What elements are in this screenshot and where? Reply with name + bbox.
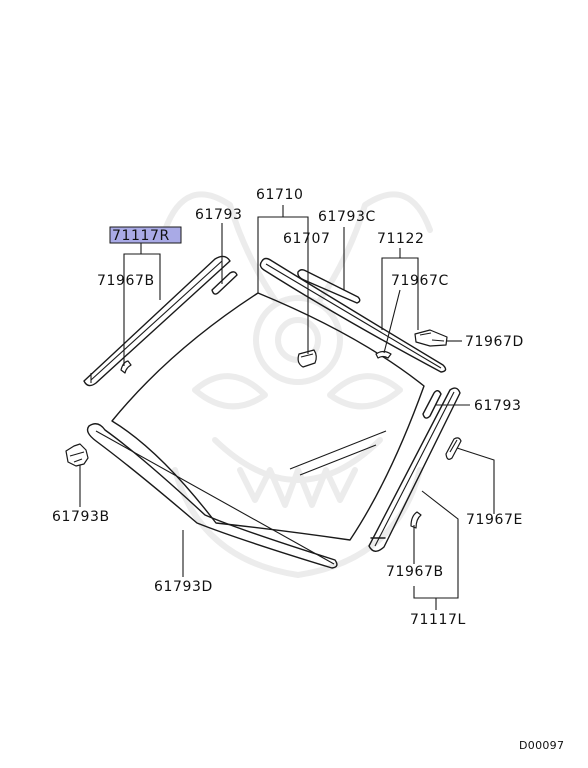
label-71117l[interactable]: 71117L <box>410 612 466 628</box>
label-71117r[interactable]: 71117R <box>112 228 170 244</box>
clip-61793b <box>65 443 89 467</box>
lower-seal <box>86 423 338 569</box>
label-71967e[interactable]: 71967E <box>466 512 523 528</box>
label-61793-top[interactable]: 61793 <box>195 207 243 223</box>
strip-61793-left <box>211 271 238 295</box>
diagram-code: D00097 <box>519 739 564 752</box>
label-71967d[interactable]: 71967D <box>465 334 524 350</box>
watermark-emblem <box>162 191 433 578</box>
label-61793d[interactable]: 61793D <box>154 579 213 595</box>
label-71122[interactable]: 71122 <box>377 231 425 247</box>
label-61793c[interactable]: 61793C <box>318 209 376 225</box>
label-61793-right[interactable]: 61793 <box>474 398 522 414</box>
strip-61793-right <box>422 390 442 419</box>
a-pillar-moulding-right <box>83 255 231 387</box>
label-61793b[interactable]: 61793B <box>52 509 110 525</box>
label-71967c[interactable]: 71967C <box>391 273 449 289</box>
roof-moulding <box>259 257 447 373</box>
label-highlight-71117r <box>109 226 182 244</box>
a-pillar-moulding-left <box>368 387 461 552</box>
clip-71967d <box>414 329 448 347</box>
clip-71967b-right <box>410 511 422 529</box>
label-71967b-right[interactable]: 71967B <box>386 564 444 580</box>
clip-61707 <box>297 349 317 368</box>
clip-71967c <box>375 350 392 359</box>
spacer-61793c <box>297 269 361 304</box>
label-61710[interactable]: 61710 <box>256 187 304 203</box>
label-71967b-left[interactable]: 71967B <box>97 273 155 289</box>
clip-71967b-left <box>120 360 132 374</box>
leader-lines <box>79 205 495 610</box>
windshield-glass <box>111 292 425 541</box>
clip-71967e <box>445 437 462 460</box>
label-61707[interactable]: 61707 <box>283 231 331 247</box>
